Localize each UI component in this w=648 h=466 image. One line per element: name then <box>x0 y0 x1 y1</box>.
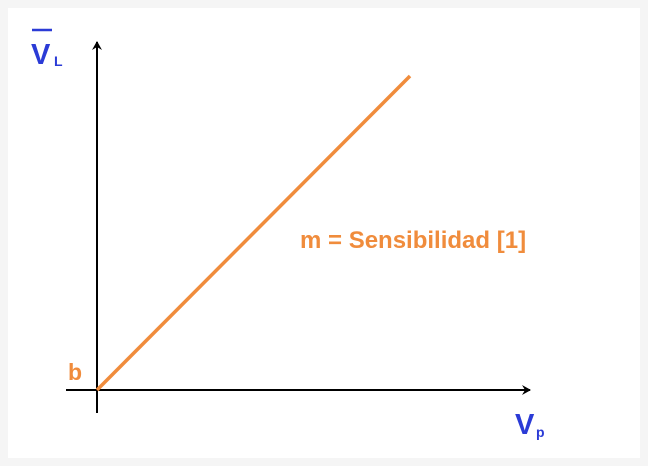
x-axis-label-symbol: V <box>515 409 535 441</box>
y-axis-label-subscript: L <box>54 53 63 69</box>
intercept-label: b <box>68 359 82 385</box>
slope-annotation: m = Sensibilidad [1] <box>300 227 526 254</box>
y-axis-label-symbol: V <box>31 39 51 71</box>
diagram-svg: V L V p b m = Sensibilidad [1] <box>31 28 545 441</box>
calibration-line <box>95 74 412 392</box>
x-axis-label: V p <box>515 409 545 441</box>
y-axis-label: V L <box>31 28 63 71</box>
diagram-canvas: V L V p b m = Sensibilidad [1] <box>8 8 640 458</box>
x-axis-label-subscript: p <box>536 424 545 440</box>
